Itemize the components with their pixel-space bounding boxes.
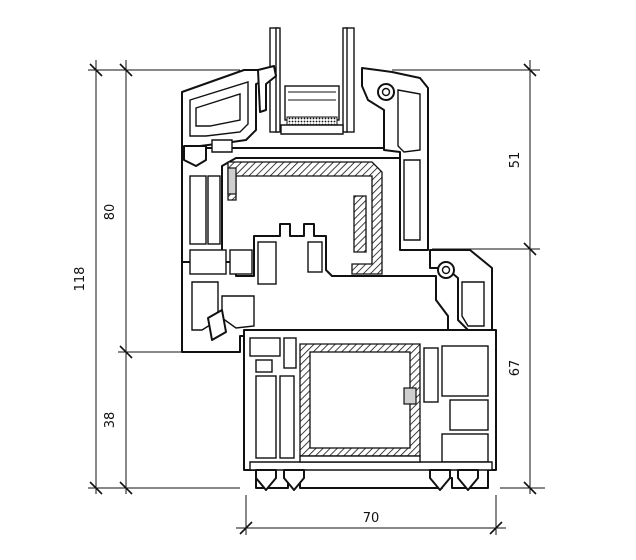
sash-profile xyxy=(181,65,429,263)
frame-reinforcement xyxy=(299,343,421,463)
dim-label-80: 80 xyxy=(103,204,118,221)
dim-label-118: 118 xyxy=(73,267,88,292)
frame-profile xyxy=(181,223,493,353)
dim-label-51: 51 xyxy=(508,152,523,169)
glass-pane xyxy=(269,27,355,135)
dim-label-38: 38 xyxy=(103,412,118,429)
dim-label-70: 70 xyxy=(363,511,380,526)
sash-reinforcement xyxy=(227,161,383,275)
dimension-lines xyxy=(88,60,545,535)
dim-label-67: 67 xyxy=(508,360,523,377)
